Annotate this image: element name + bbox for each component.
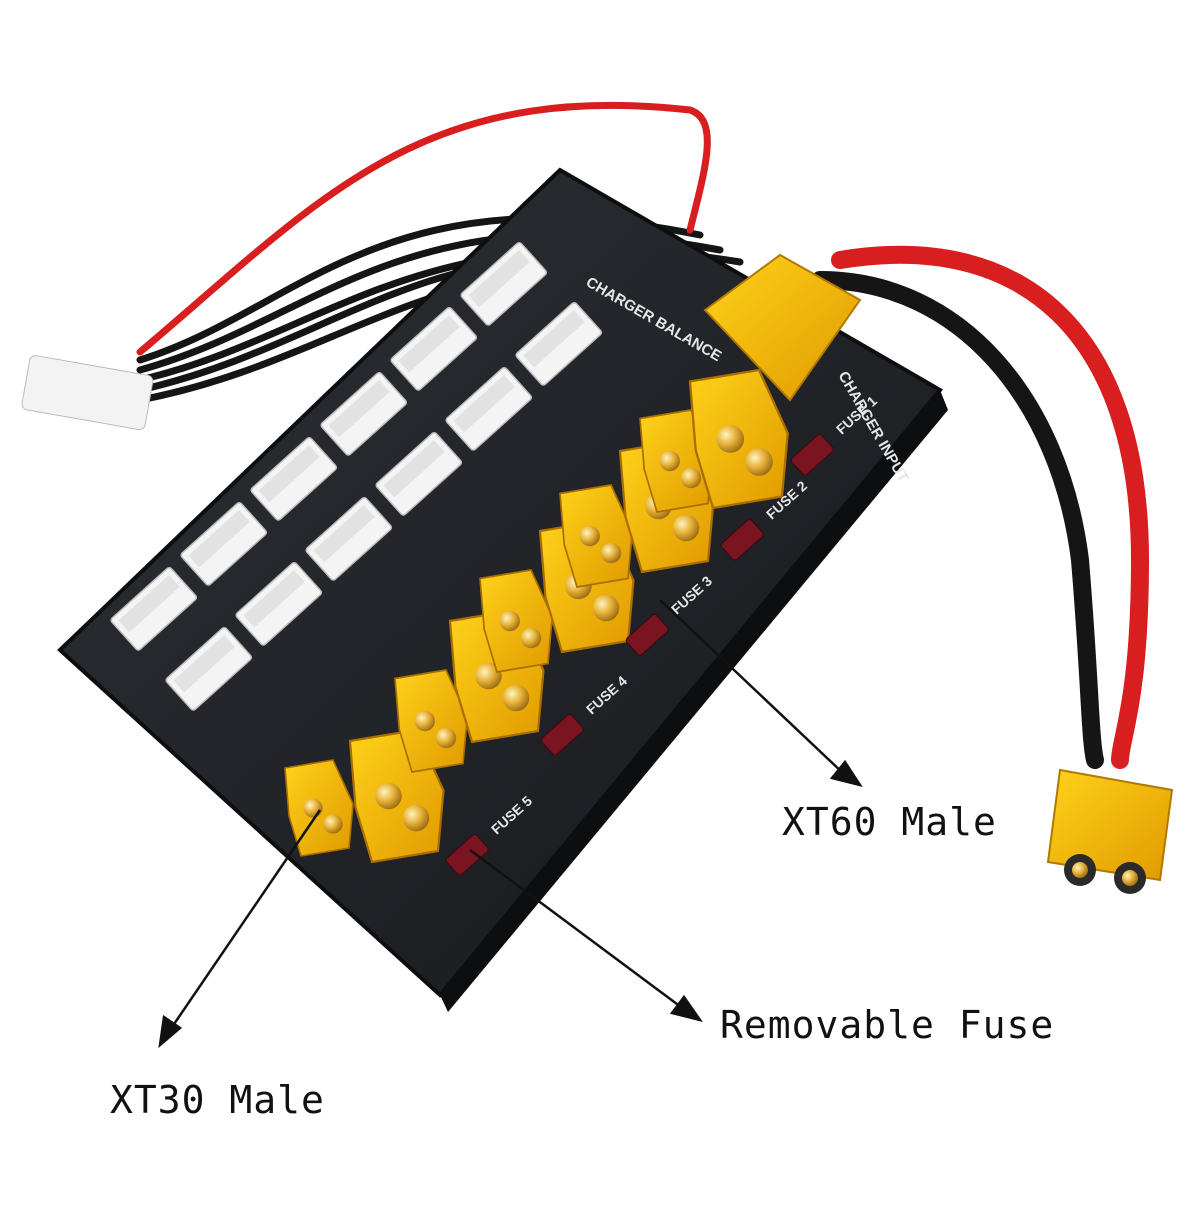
xt-connector (688, 368, 789, 510)
callout-arrows (158, 599, 863, 1049)
fuse-callout-label: Removable Fuse (720, 1003, 1055, 1047)
balance-port (250, 436, 338, 521)
balance-port (445, 366, 533, 451)
balance-port (180, 501, 268, 586)
balance-port (305, 496, 393, 581)
xt60-callout-label: XT60 Male (782, 800, 997, 844)
balance-port (235, 561, 323, 646)
balance-port (460, 241, 548, 326)
balance-port (320, 371, 408, 456)
xt-connector (559, 484, 634, 588)
input-connector-block (703, 253, 862, 402)
balance-port (515, 301, 603, 386)
balance-port (165, 626, 253, 711)
balance-plug-end (21, 355, 154, 431)
connector-columns (284, 368, 789, 864)
balance-port-grid (110, 241, 603, 711)
xt-connector (479, 569, 554, 673)
balance-port (375, 431, 463, 516)
xt-connector (394, 669, 469, 773)
xt-connector (284, 759, 354, 857)
balance-port (110, 566, 198, 651)
xt60-female-plug (1046, 768, 1174, 894)
balance-port (390, 306, 478, 391)
xt30-callout-label: XT30 Male (110, 1078, 325, 1122)
power-lead (811, 245, 1150, 769)
